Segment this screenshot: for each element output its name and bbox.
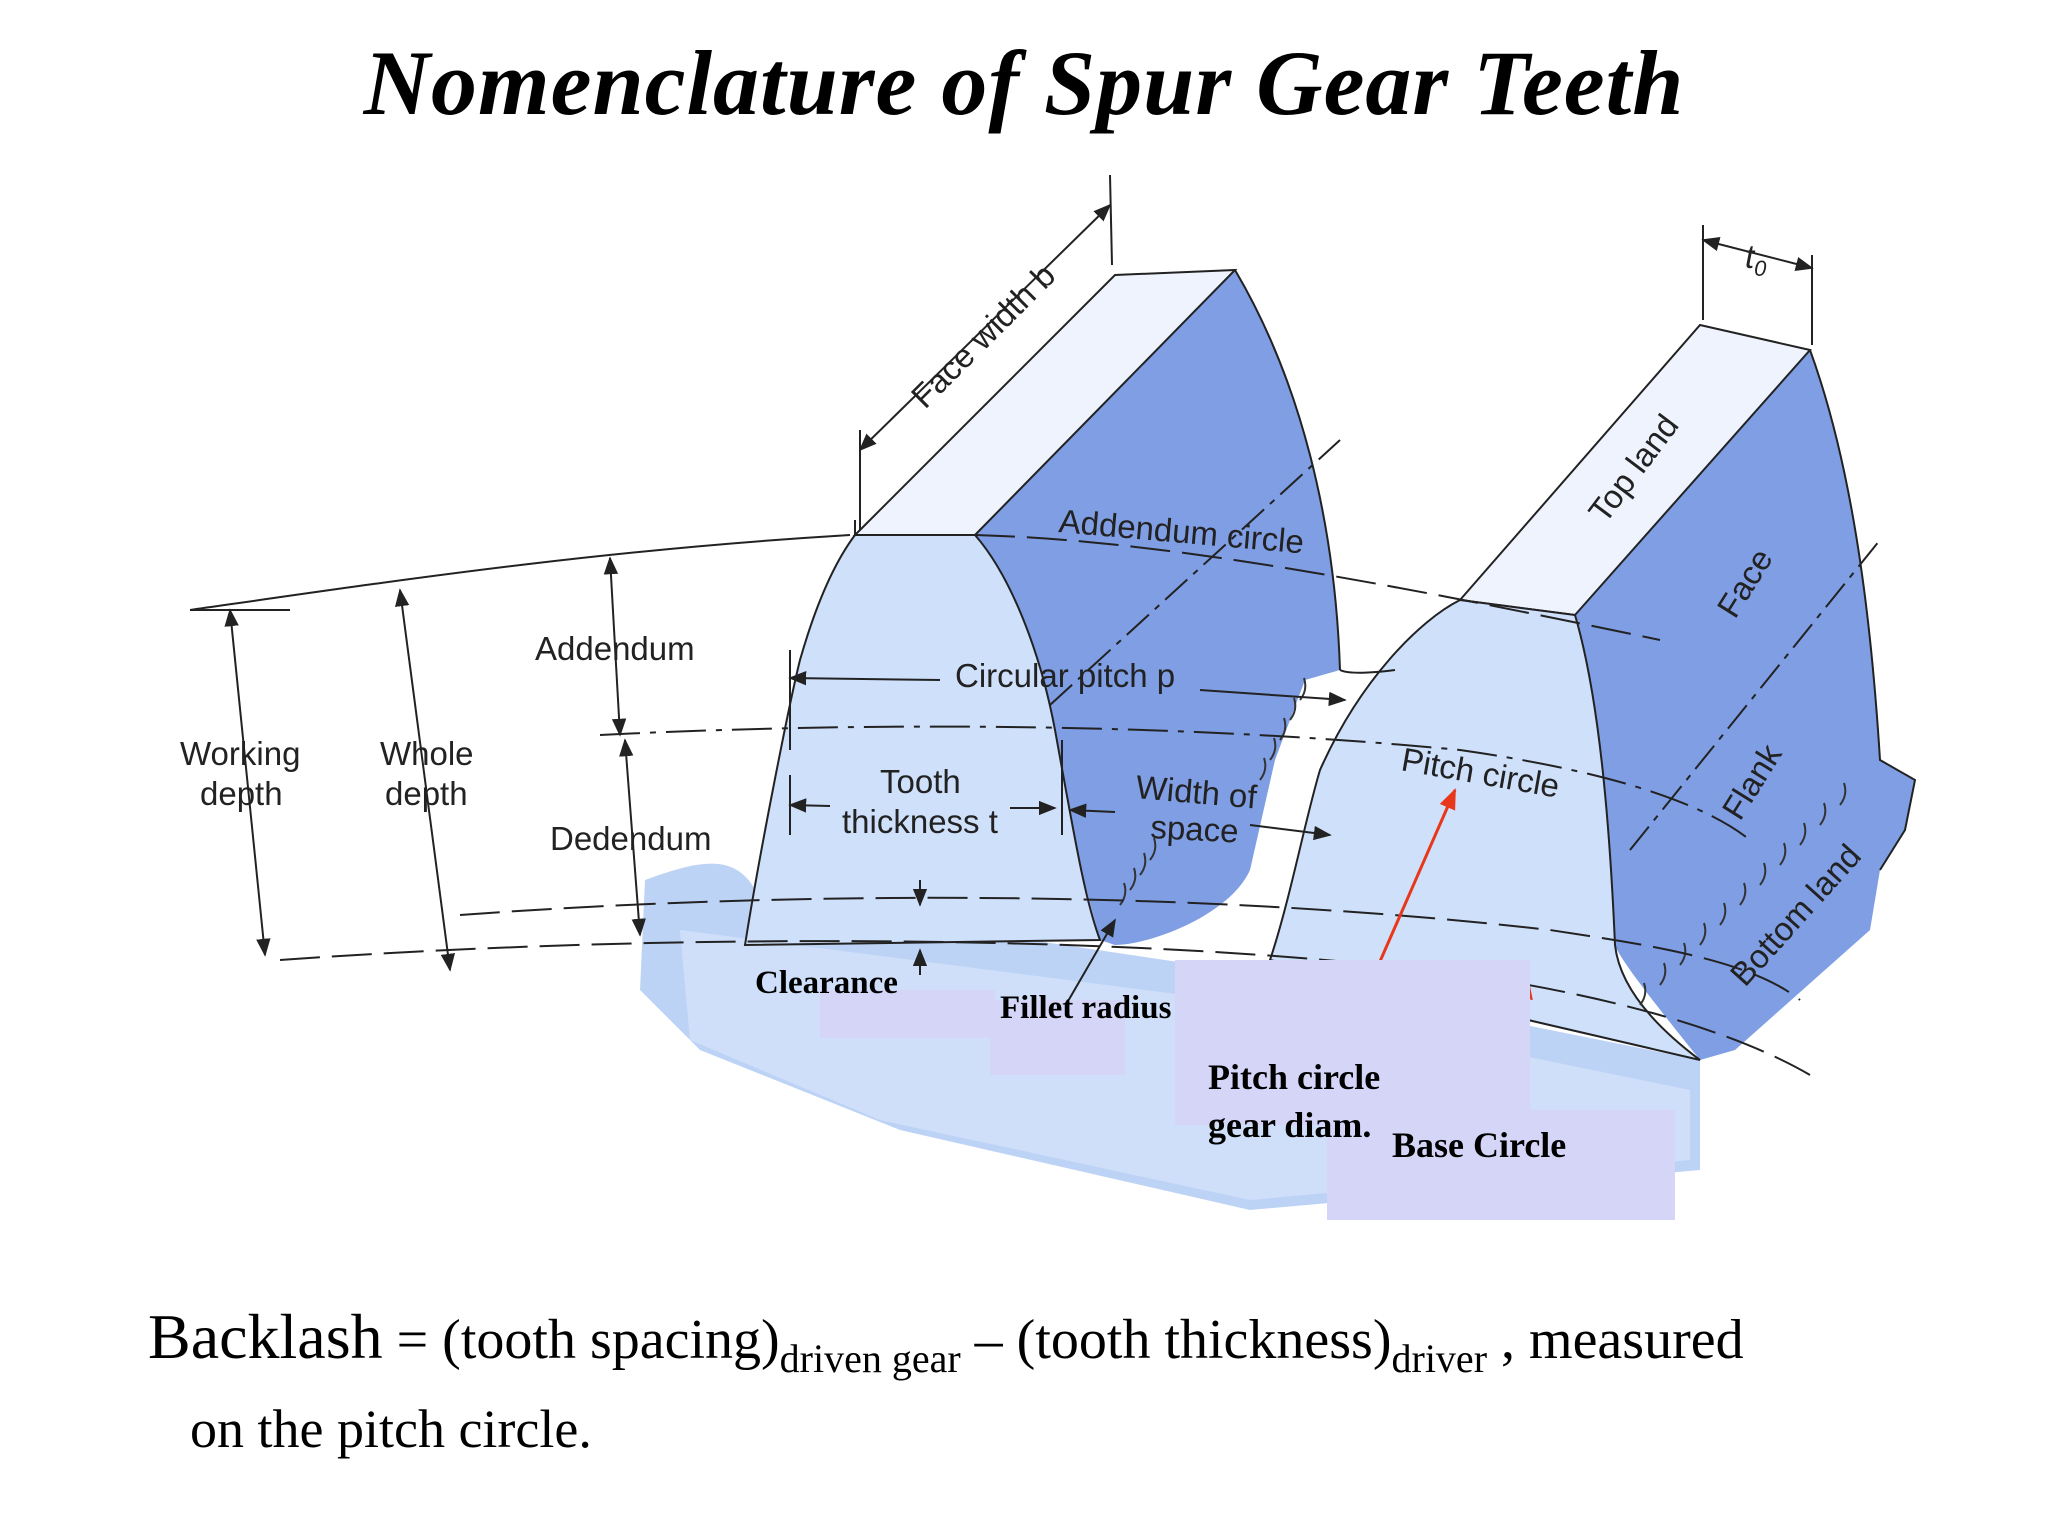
clearance-label: Clearance <box>755 965 898 1001</box>
right-tooth-face <box>1268 598 1701 1061</box>
fillet-hatching <box>1119 677 1847 1006</box>
backlash-word: Backlash <box>148 1301 383 1372</box>
left-tooth-face <box>743 534 1102 947</box>
fillet-radius-box <box>990 1000 1125 1075</box>
whole-depth-label-2: depth <box>385 775 468 812</box>
right-tooth-flank <box>1575 350 1915 1060</box>
circular-pitch-label: Circular pitch p <box>955 657 1175 694</box>
addendum-label: Addendum <box>535 630 695 667</box>
pitch-circle-diam-label-1: Pitch circle <box>1208 1057 1381 1097</box>
t0-label: t0 <box>1745 238 1767 281</box>
pitch-circle-diam-label-2: gear diam. <box>1208 1105 1372 1145</box>
slide-title: Nomenclature of Spur Gear Teeth <box>363 32 1685 134</box>
working-depth-label-2: depth <box>200 775 283 812</box>
tooth-thickness-label-1: Tooth <box>880 763 961 800</box>
pitch-diam-box <box>1175 960 1530 1125</box>
backlash-equation: Backlash = (tooth spacing)driven gear – … <box>148 1301 1744 1381</box>
tooth-thickness-label-2: thickness t <box>842 803 998 840</box>
addendum-circle-line <box>189 534 851 611</box>
base-circle-box <box>1327 1110 1675 1220</box>
clearance-box <box>820 990 995 1038</box>
dedendum-label: Dedendum <box>550 820 711 857</box>
dedendum-circle-line <box>459 896 1801 1001</box>
fillet-radius-label: Fillet radius <box>1000 990 1172 1026</box>
base-circle-label: Base Circle <box>1392 1125 1567 1165</box>
pitch-circle-line <box>599 725 1751 841</box>
whole-depth-label-1: Whole <box>380 735 474 772</box>
width-of-space-label-2: space <box>1150 808 1240 850</box>
base-circle-line <box>279 940 1811 1076</box>
backlash-equation-line2: on the pitch circle. <box>190 1399 592 1459</box>
working-depth-label-1: Working <box>180 735 300 772</box>
